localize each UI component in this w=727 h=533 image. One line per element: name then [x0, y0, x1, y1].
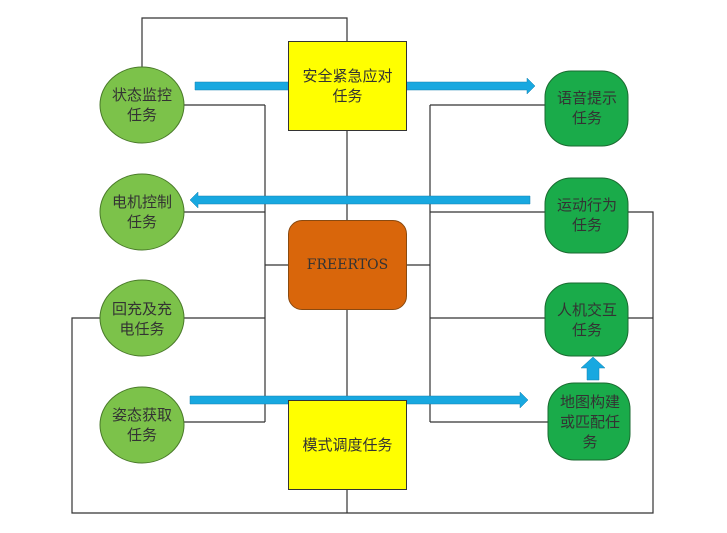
outer-loop-line: [71, 211, 654, 514]
arrow-up: [580, 356, 606, 381]
left-task-attitude: 姿态获取任务: [112, 395, 172, 455]
left-task-shape: [99, 66, 185, 144]
right-task-map-building: 地图构建或匹配任务: [559, 390, 621, 454]
left-task-status-monitor: 状态监控任务: [112, 75, 172, 135]
right-task-shape: [544, 282, 629, 357]
box-label: FREERTOS: [306, 257, 389, 273]
left-task-shape: [99, 279, 185, 357]
top-loop-line: [141, 17, 348, 67]
left-task-motor-control: 电机控制任务: [112, 182, 172, 242]
task-label: 电机控制任务: [112, 193, 173, 231]
task-label: 状态监控任务: [112, 86, 173, 124]
arrow-left-middle: [189, 191, 531, 209]
right-task-hci: 人机交互任务: [556, 290, 618, 350]
right-task-shape: [544, 70, 629, 147]
right-task-shape: [547, 382, 631, 461]
safety-emergency-task-box: 安全紧急应对任务: [288, 41, 407, 131]
left-task-recharge: 回充及充电任务: [112, 288, 172, 350]
task-label: 人机交互任务: [556, 301, 617, 339]
left-task-shape: [99, 386, 185, 464]
task-label: 语音提示任务: [556, 89, 617, 127]
task-label: 地图构建或匹配任务: [559, 393, 620, 451]
mode-scheduling-task-box: 模式调度任务: [288, 400, 407, 490]
right-task-motion-behavior: 运动行为任务: [556, 185, 618, 245]
left-task-shape: [99, 173, 185, 251]
box-label: 安全紧急应对任务: [302, 67, 393, 105]
box-label: 模式调度任务: [302, 436, 393, 454]
right-task-shape: [544, 177, 629, 254]
task-label: 运动行为任务: [556, 196, 617, 234]
freertos-box: FREERTOS: [288, 220, 407, 310]
task-label: 回充及充电任务: [112, 300, 173, 338]
task-label: 姿态获取任务: [112, 406, 173, 444]
right-task-voice-prompt: 语音提示任务: [556, 78, 618, 138]
